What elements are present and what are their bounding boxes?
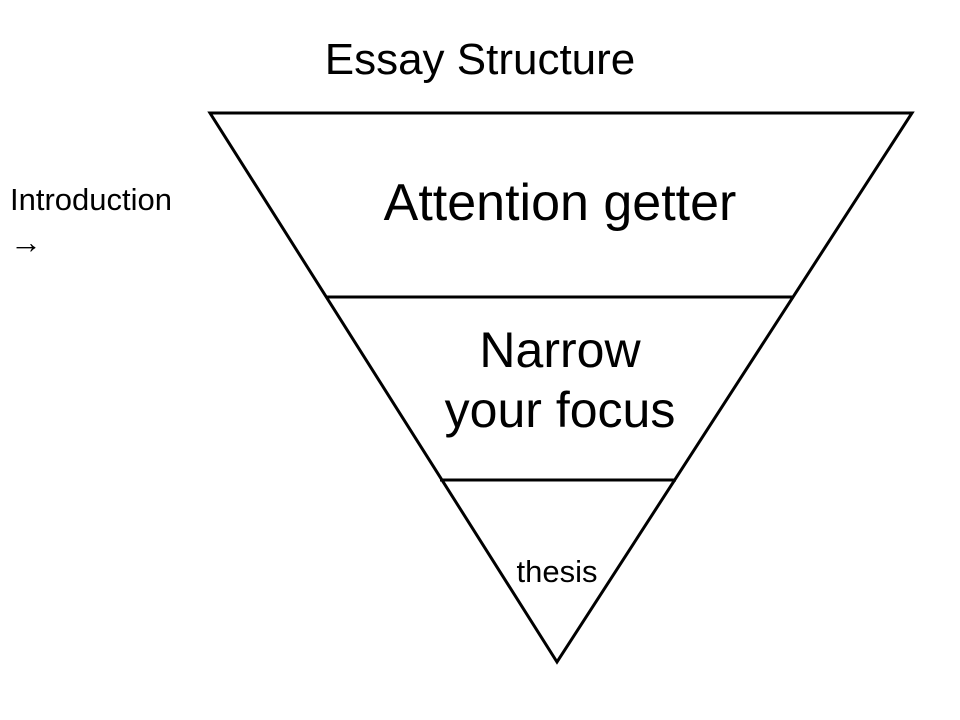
funnel-section-thesis: thesis — [457, 552, 657, 592]
section-line: thesis — [516, 554, 598, 589]
funnel-outline — [207, 111, 915, 665]
section-line: Attention getter — [383, 174, 737, 232]
section-line: Narrow — [479, 322, 641, 378]
slide-title: Essay Structure — [324, 35, 636, 84]
funnel-section-narrow-focus: Narrow your focus — [360, 320, 760, 440]
right-arrow-icon: → — [10, 224, 42, 260]
section-line: your focus — [444, 382, 676, 438]
funnel-section-attention-getter: Attention getter — [310, 170, 810, 236]
introduction-label: Introduction — [10, 182, 172, 217]
